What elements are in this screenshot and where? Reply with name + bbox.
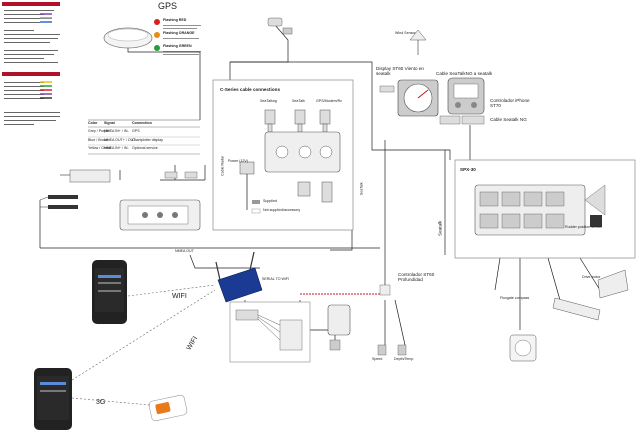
nmea-th-color: Color	[88, 121, 98, 125]
wifi-top-label: WIFI	[172, 293, 187, 300]
drive-motor-label: Drive motor	[582, 275, 601, 279]
threeg-label: 3G	[96, 399, 106, 406]
spx30-title: SPX-30	[460, 167, 476, 172]
c-series-title: C-Series cable connections	[220, 87, 280, 92]
cable-seatalkng-label: Cable SeaTalkNG a seatalk	[436, 71, 493, 76]
conn-seatalkng: SeaTalkng	[260, 99, 277, 103]
conn-gps: GPS/Modem/Rx	[316, 99, 342, 103]
conn-power: Power (12V)	[228, 159, 248, 163]
serial-wifi-label: SERIAL TO WIFI	[262, 277, 290, 281]
note-header-2	[2, 72, 60, 76]
usb-modem-3g	[148, 394, 188, 422]
nmea-r2-c3: Chartplotter display	[132, 138, 163, 142]
st60-display	[379, 79, 439, 117]
fluxgate-compass	[509, 334, 537, 362]
legend-supplied: Supplied	[263, 199, 277, 203]
conn-seatalk: SeaTalk	[292, 99, 305, 103]
cable-radar: Cable Radar	[220, 155, 225, 176]
display-st60-label: Display ST60 Viento en seatalk	[376, 66, 424, 77]
c-series-box	[212, 79, 354, 231]
led-green-title: Flashing GREEN	[163, 44, 192, 48]
note-header-1	[2, 2, 60, 6]
nmea-r3-c2: NMEA IN+ / IN-	[104, 146, 129, 150]
drive-unit	[552, 269, 629, 321]
gps-label: GPS	[158, 1, 178, 11]
st60-depth-module	[327, 284, 407, 356]
fluxgate-label: Fluxgate compass	[500, 296, 530, 300]
spx30-box	[454, 159, 636, 259]
led-red-title: Flashing RED	[163, 18, 187, 22]
nmea-module	[39, 169, 201, 231]
note-blocks	[2, 2, 60, 125]
nmea-r3-c3: Optional service	[132, 146, 158, 150]
nmea-r2-c1: Blue / Brown	[88, 138, 109, 142]
nmea-r2-c2: NMEA OUT+ / OUT-	[104, 138, 137, 142]
wires	[39, 24, 601, 346]
gps-puck	[267, 17, 293, 35]
wind-sensor-label: Wind Sensor	[395, 31, 416, 35]
nmea-table	[88, 119, 200, 155]
nmea-r1-c1: Grey / Purple	[88, 129, 110, 133]
depth-sensor-label: Depth/Temp	[394, 357, 414, 361]
wind-sensor	[409, 29, 427, 55]
nmea-th-connection: Connection	[132, 121, 152, 125]
phone-top	[92, 260, 127, 324]
nmea-out-label: NMEA OUT	[175, 249, 194, 253]
seatalk-vertical-label: Seatalk	[437, 220, 443, 236]
controller-st70-label: Controlador iPhone ST70	[490, 98, 530, 109]
phone-bottom	[34, 368, 72, 430]
nmea-r1-c2: NMEA IN+ / IN-	[104, 129, 129, 133]
nmea-r1-c3: GPS	[132, 129, 140, 133]
nmea-th-signal: Signal	[104, 121, 115, 125]
speed-sensor-label: Speed	[372, 357, 383, 361]
wifi-router	[215, 251, 263, 303]
legend-not-supplied: Not supplied/accessory	[263, 208, 301, 212]
controller-st70	[439, 77, 485, 125]
st60-depth-label: Controlador ST60 Profundidad	[398, 272, 435, 283]
seatalk-mid-label: SeaTalk	[359, 182, 364, 196]
nmea-r3-c1: Yellow / Green	[88, 146, 112, 150]
led-orange-title: Flashing ORANGE	[163, 31, 195, 35]
status-led-legend	[154, 19, 201, 55]
seatalkng-cable-label: Cable Seatalk NG	[490, 117, 527, 122]
serial-box	[229, 301, 311, 363]
gps-antenna	[103, 27, 153, 49]
rudder-sensor-label: Rudder position sensor	[565, 225, 602, 229]
